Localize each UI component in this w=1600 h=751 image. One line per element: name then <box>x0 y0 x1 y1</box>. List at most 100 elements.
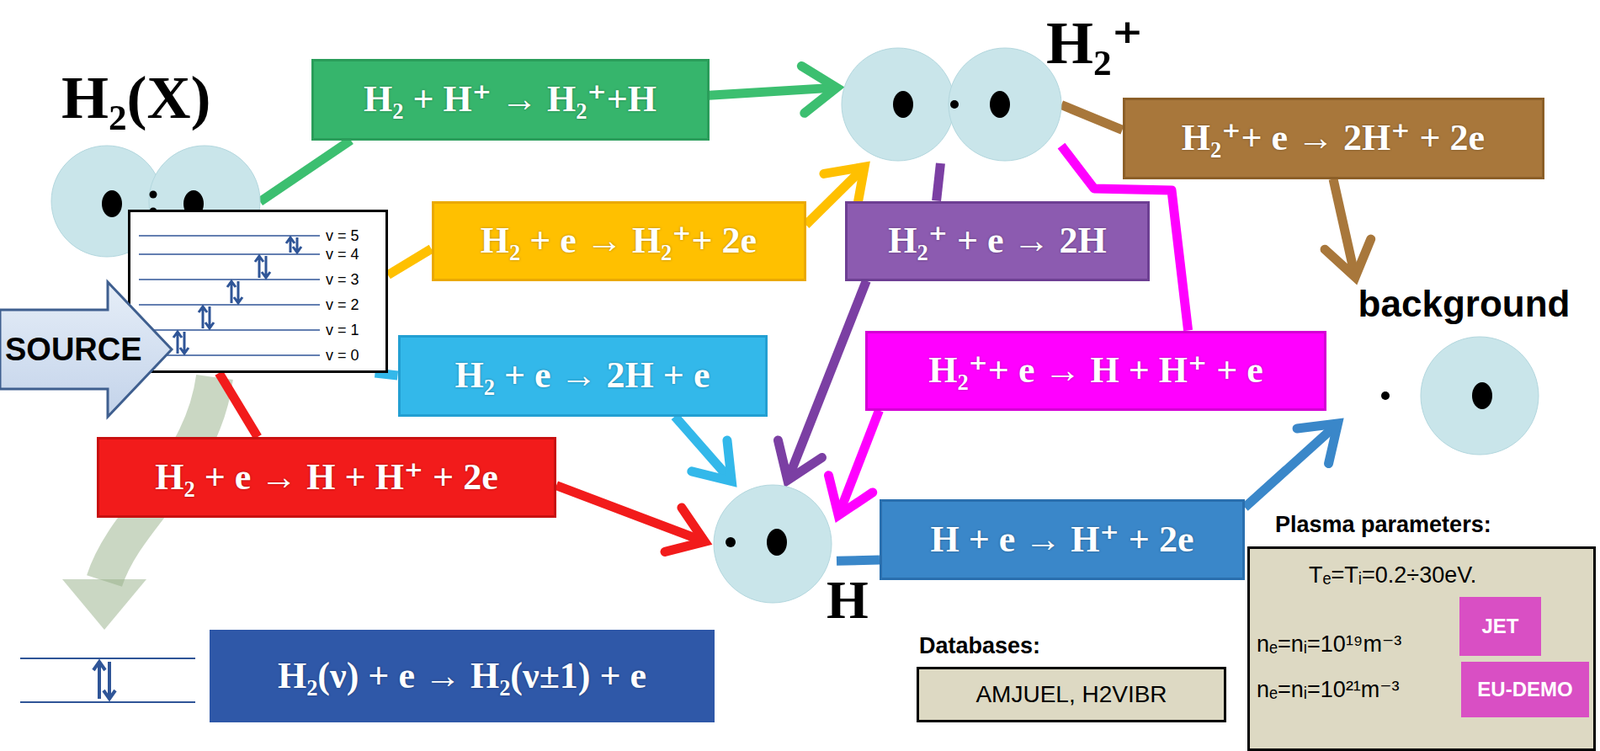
node-text: H₂ + H⁺ → H₂⁺+H <box>363 78 657 122</box>
reaction-box: H₂ + e → H + H⁺ + 2e <box>96 436 557 518</box>
arrow-head <box>829 475 873 516</box>
node-label: nₑ=nᵢ=10²¹m⁻³ <box>1256 676 1400 702</box>
node-text: JET <box>1481 614 1519 639</box>
electron <box>1381 391 1390 400</box>
excitation-arrow <box>286 237 295 253</box>
hydrogen-atom: H <box>709 484 837 602</box>
node-label: v = 2 <box>325 296 360 314</box>
plasma-parameters-box: Plasma parameters:Tₑ=Tᵢ=0.2÷30eV.nₑ=nᵢ=1… <box>1247 546 1596 751</box>
molecule-h2-ion: H₂⁺ <box>841 46 1062 164</box>
reaction-box: H₂⁺+ e → 2H⁺ + 2e <box>1122 97 1545 180</box>
level-down-arrow <box>103 661 116 699</box>
reaction-arrow <box>260 140 351 202</box>
reaction-box: H₂ + e → H₂⁺+ 2e <box>431 201 807 282</box>
arrow-head <box>691 440 732 482</box>
level-line <box>138 329 320 331</box>
atom-drawing <box>841 46 1062 164</box>
source-arrow-outline <box>0 281 172 417</box>
atom-shell <box>713 484 832 603</box>
reaction-arrow <box>936 163 941 202</box>
atom-shell <box>948 47 1062 161</box>
arrow-line <box>1244 424 1337 507</box>
reaction-arrow <box>829 410 880 516</box>
device-tag: JET <box>1459 596 1542 656</box>
arrow-line <box>836 559 880 561</box>
node-text: H₂ + e → 2H + e <box>455 354 711 398</box>
node-text: EU-DEMO <box>1477 677 1573 702</box>
database-box: Databases:AMJUEL, H2VIBR <box>916 666 1227 723</box>
reaction-box: H₂ + e → 2H + e <box>398 334 768 417</box>
background-atom: background <box>1341 281 1587 455</box>
node-text: H₂ + e → H + H⁺ + 2e <box>154 456 498 500</box>
arrow-line <box>218 372 258 437</box>
level-up-arrow <box>93 661 106 699</box>
level-line <box>20 657 196 660</box>
arrow-line <box>388 249 432 276</box>
reaction-arrow <box>709 65 838 113</box>
arrow-line <box>1061 105 1123 131</box>
nucleus <box>101 190 123 218</box>
node-label: v = 0 <box>325 346 360 364</box>
nucleus <box>989 90 1010 118</box>
reaction-arrow <box>675 416 732 482</box>
level-line <box>138 278 320 281</box>
node-text: AMJUEL, H2VIBR <box>975 680 1167 709</box>
node-label: Tₑ=Tᵢ=0.2÷30eV. <box>1308 562 1477 588</box>
node-label: v = 4 <box>325 245 360 263</box>
atom-drawing <box>709 484 837 602</box>
reaction-arrow <box>388 249 432 276</box>
reaction-box: H₂⁺ + e → 2H <box>845 201 1150 282</box>
device-tag: EU-DEMO <box>1461 661 1590 718</box>
node-label: Plasma parameters: <box>1275 510 1492 538</box>
atom-shell <box>1420 336 1539 455</box>
electron <box>149 191 158 199</box>
node-label: H₂(X) <box>61 67 212 128</box>
reaction-arrow <box>556 485 705 553</box>
reaction-arrow <box>218 372 258 437</box>
arrow-head <box>801 65 837 113</box>
node-label: v = 5 <box>325 227 360 245</box>
reaction-box: H₂ + H⁺ → H₂⁺+H <box>311 58 710 141</box>
deexcitation-arrow <box>180 331 189 354</box>
node-label: SOURCE <box>5 330 143 368</box>
node-label: nₑ=nᵢ=10¹⁹m⁻³ <box>1256 631 1402 657</box>
electron <box>725 536 736 548</box>
node-label: H₂⁺ <box>1046 12 1144 74</box>
node-text: H₂⁺ + e → 2H <box>887 219 1106 263</box>
electron <box>950 100 959 109</box>
deexcitation-arrow <box>233 281 243 303</box>
reaction-arrow <box>777 281 867 481</box>
level-line <box>138 253 320 256</box>
node-label: v = 1 <box>325 321 360 339</box>
reaction-arrow <box>1244 423 1339 508</box>
node-label: H <box>826 573 869 628</box>
arrow-head <box>777 440 822 480</box>
arrow-head <box>664 507 705 552</box>
reaction-box: H₂(ν) + e → H₂(ν±1) + e <box>209 629 715 723</box>
node-text: H₂⁺+ e → H + H⁺ + e <box>928 349 1264 393</box>
level-line <box>20 701 196 703</box>
arrow-line <box>260 140 351 202</box>
source-arrow: SOURCE <box>0 280 174 419</box>
atom-shell <box>841 47 955 161</box>
reaction-arrow <box>375 372 399 376</box>
nucleus <box>1472 382 1493 410</box>
reaction-box: H₂⁺+ e → H + H⁺ + e <box>865 330 1327 411</box>
deexcitation-arrow <box>292 237 302 253</box>
node-text: H + e → H⁺ + 2e <box>930 518 1195 562</box>
deexcitation-arrow <box>205 306 214 329</box>
node-label: v = 3 <box>325 271 360 288</box>
nucleus <box>893 90 914 118</box>
arrow-head <box>1297 423 1338 464</box>
node-text: H₂⁺+ e → 2H⁺ + 2e <box>1181 116 1485 160</box>
arrow-line <box>709 87 836 96</box>
node-text: H₂(ν) + e → H₂(ν±1) + e <box>277 654 647 698</box>
node-label: Databases: <box>919 632 1041 660</box>
reaction-arrow <box>1324 179 1372 278</box>
node-label: background <box>1341 283 1587 325</box>
level-line <box>138 303 320 306</box>
arrow-head <box>1324 239 1372 277</box>
arrow-line <box>936 163 941 202</box>
reaction-arrow <box>836 559 880 561</box>
